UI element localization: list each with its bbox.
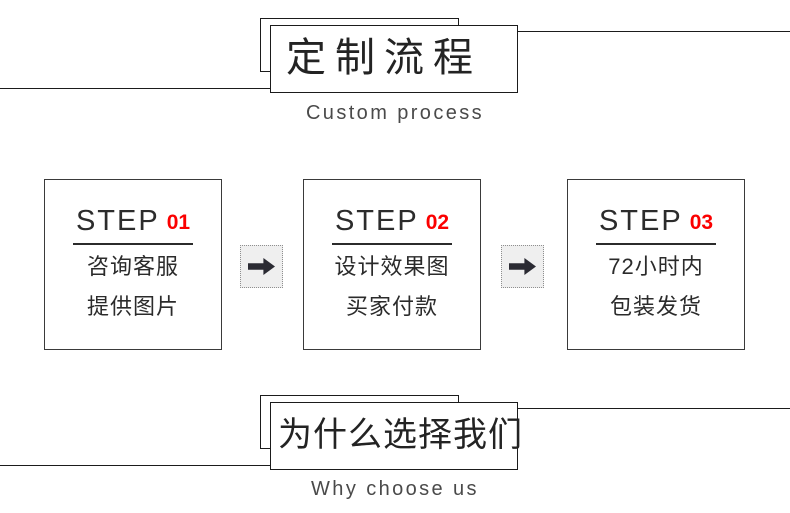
- step-body-01: 咨询客服 提供图片: [45, 256, 221, 318]
- step-connector-1: [240, 245, 283, 288]
- step-line2-01: 提供图片: [86, 294, 179, 319]
- step-line2-03: 包装发货: [609, 294, 702, 319]
- step-number-03: 03: [689, 211, 714, 234]
- step-header-02: STEP 02: [304, 205, 480, 238]
- header-subtitle: Custom process: [305, 102, 485, 124]
- arrow-right-icon: [241, 246, 282, 287]
- step-number-01: 01: [166, 211, 191, 234]
- step-line2-02: 买家付款: [345, 294, 438, 319]
- header-right-rule: [516, 31, 790, 32]
- arrow-right-icon: [502, 246, 543, 287]
- step-word-01: STEP: [75, 205, 160, 237]
- step-line1-03: 72小时内: [608, 254, 704, 279]
- step-body-02: 设计效果图 买家付款: [304, 256, 480, 318]
- footer-subtitle: Why choose us: [311, 478, 479, 500]
- step-divider-02: [332, 243, 452, 245]
- header-title: 定制流程: [286, 36, 482, 80]
- header-front-frame: [270, 25, 518, 93]
- footer-front-frame: [270, 402, 518, 470]
- step-card-01: STEP 01 咨询客服 提供图片: [44, 179, 222, 350]
- steps-row: STEP 01 咨询客服 提供图片 STEP 02 设计效果图 买家付款 STEP 0…: [0, 179, 790, 354]
- step-line1-02: 设计效果图: [334, 254, 450, 279]
- step-header-01: STEP 01: [45, 205, 221, 238]
- footer-title: 为什么选择我们: [278, 416, 523, 454]
- step-card-02: STEP 02 设计效果图 买家付款: [303, 179, 481, 350]
- step-divider-03: [596, 243, 716, 245]
- header-left-rule: [0, 88, 272, 89]
- step-word-03: STEP: [598, 205, 683, 237]
- step-divider-01: [73, 243, 193, 245]
- step-card-03: STEP 03 72小时内 包装发货: [567, 179, 745, 350]
- footer-right-rule: [516, 408, 790, 409]
- step-word-02: STEP: [334, 205, 419, 237]
- footer-left-rule: [0, 465, 272, 466]
- step-header-03: STEP 03: [568, 205, 744, 238]
- step-connector-2: [501, 245, 544, 288]
- step-line1-01: 咨询客服: [86, 254, 179, 279]
- step-number-02: 02: [425, 211, 450, 234]
- step-body-03: 72小时内 包装发货: [568, 256, 744, 318]
